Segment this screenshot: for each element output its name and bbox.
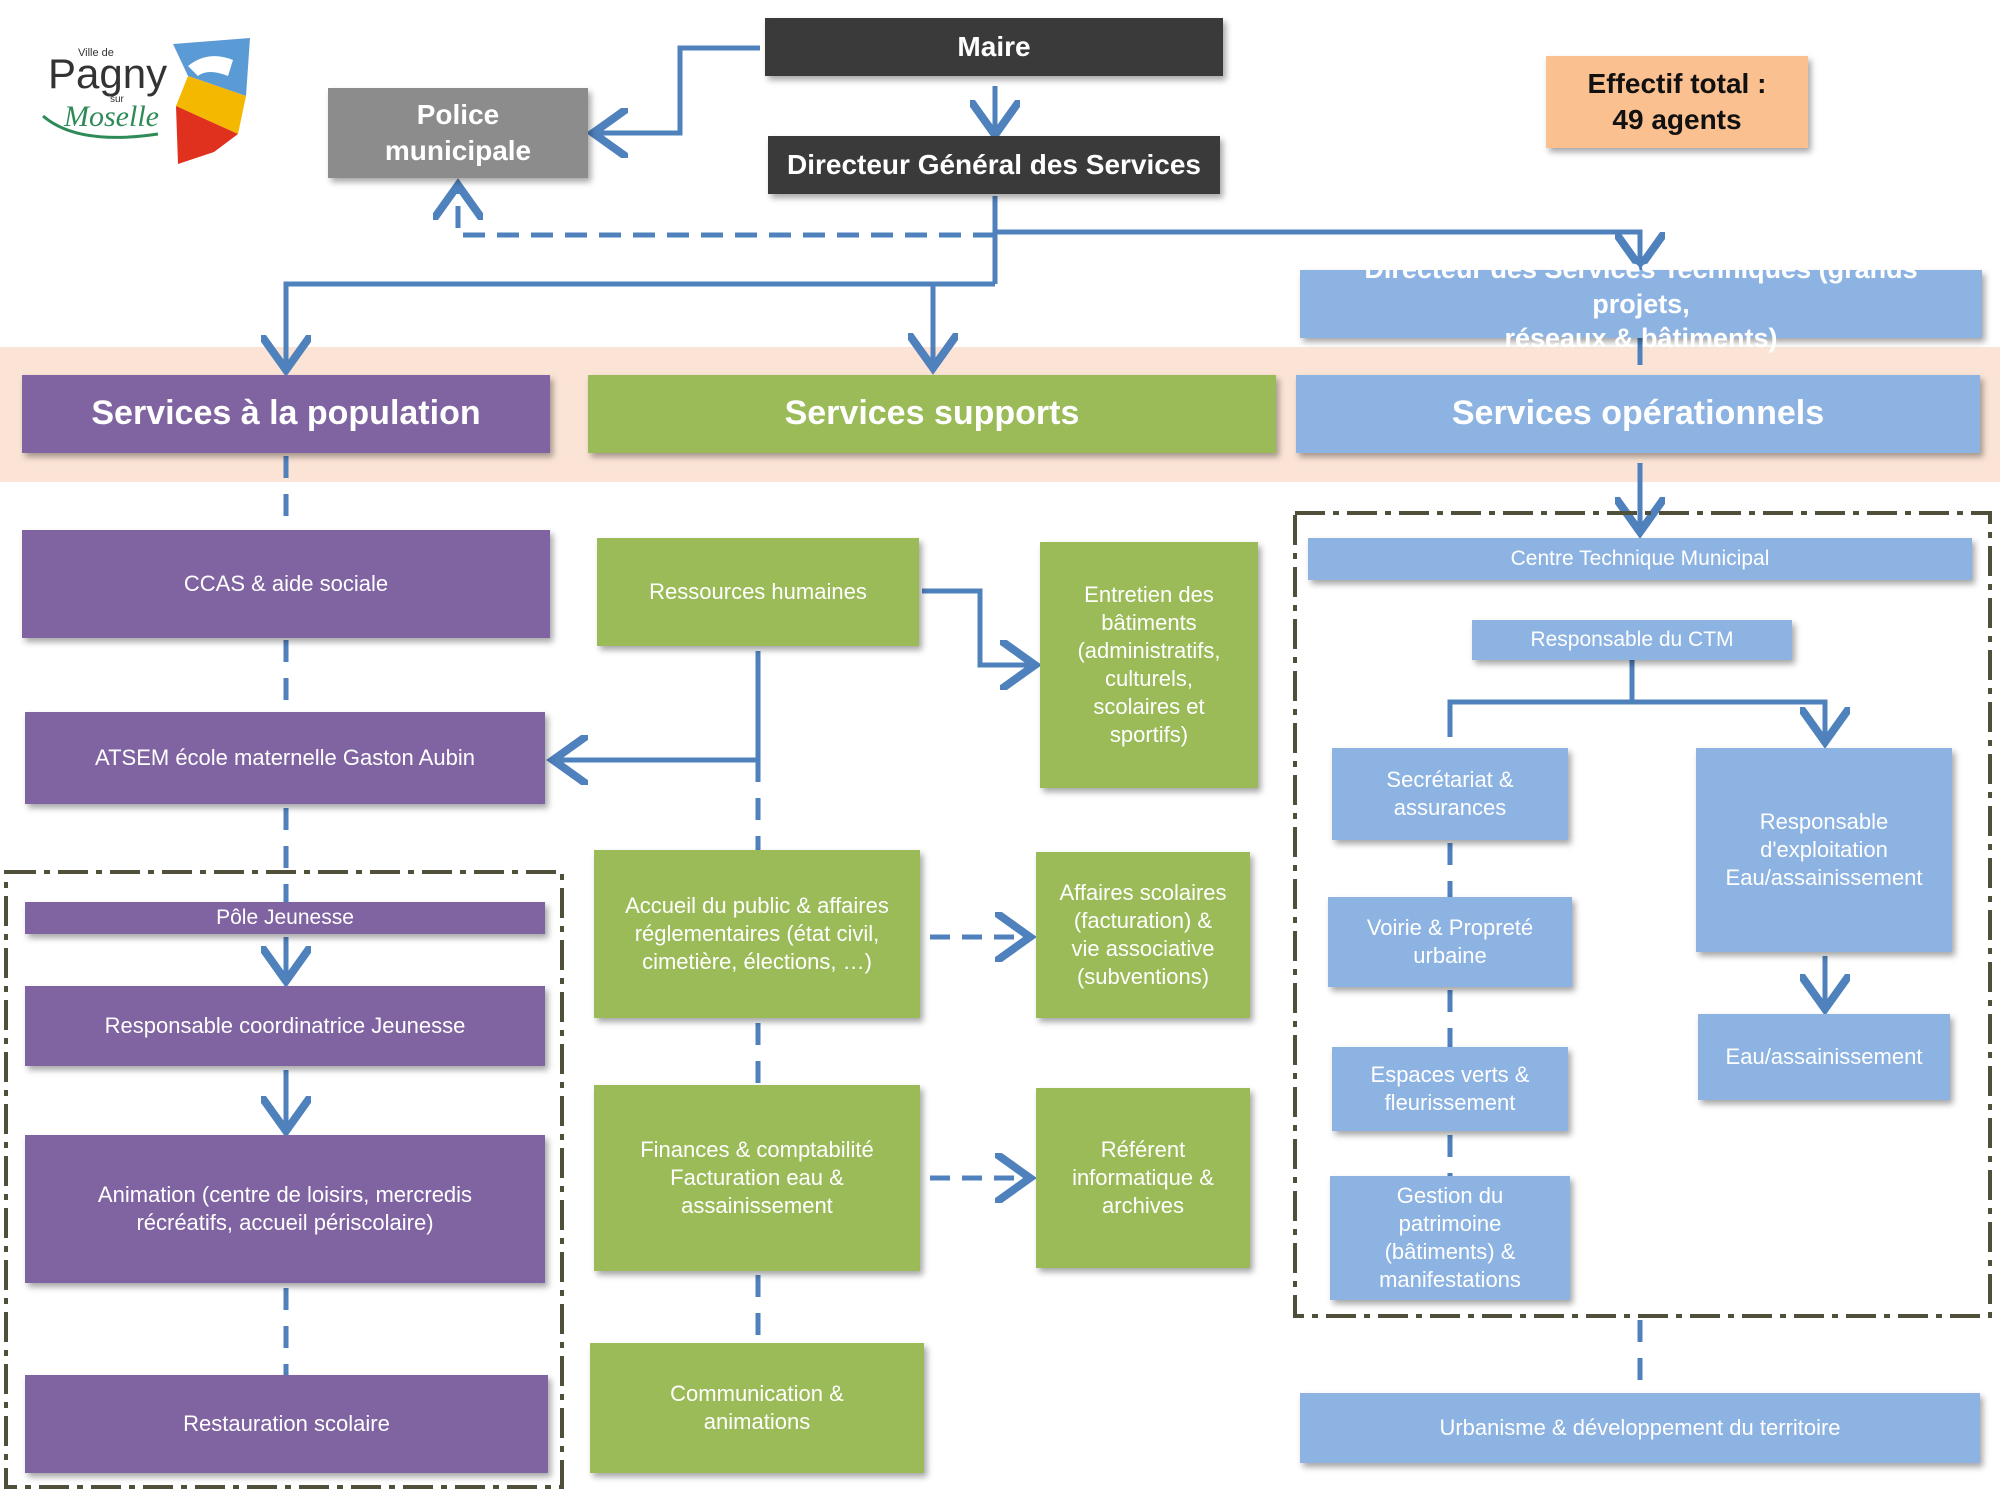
resp-eau-label: Responsable d'exploitation Eau/assainiss…	[1725, 808, 1923, 891]
pole-jeunesse-frame	[4, 870, 564, 1489]
pole-jeunesse-box: Pôle Jeunesse	[25, 902, 545, 934]
conn-rh-atsem	[558, 651, 761, 760]
ccas-box: CCAS & aide sociale	[22, 530, 550, 638]
dgs-label: Directeur Général des Services	[786, 149, 1201, 181]
entretien-label: Entretien des bâtiments (administratifs,…	[1077, 581, 1221, 748]
logo-small-mid: sur	[110, 94, 125, 105]
effectif-line2: 49 agents	[1612, 104, 1742, 135]
header-operationnels: Services opérationnels	[1296, 375, 1980, 453]
atsem-box: ATSEM école maternelle Gaston Aubin	[25, 712, 545, 804]
urbanisme-label: Urbanisme & développement du territoire	[1439, 1414, 1841, 1440]
secretariat-label: Secrétariat & assurances	[1386, 766, 1514, 820]
resp-eau-box: Responsable d'exploitation Eau/assainiss…	[1696, 748, 1952, 952]
resp-ctm-box: Responsable du CTM	[1472, 620, 1792, 660]
eau-box: Eau/assainissement	[1698, 1014, 1950, 1100]
conn-dgs-police-dashed	[458, 190, 995, 238]
logo-name: Pagny	[48, 50, 167, 97]
police-label: Police municipale	[384, 99, 532, 166]
affaires-box: Affaires scolaires (facturation) & vie a…	[1036, 852, 1250, 1018]
espaces-label: Espaces verts & fleurissement	[1370, 1061, 1530, 1115]
conn-maire-police	[598, 45, 760, 133]
logo-small-top: Ville de	[78, 47, 114, 59]
ccas-label: CCAS & aide sociale	[183, 570, 389, 596]
header-population: Services à la population	[22, 375, 550, 453]
logo-shield-white	[188, 56, 233, 76]
animation-label: Animation (centre de loisirs, mercredis …	[97, 1181, 473, 1235]
gestion-label: Gestion du patrimoine (bâtiments) & mani…	[1379, 1182, 1521, 1293]
finances-label: Finances & comptabilité Facturation eau …	[640, 1136, 874, 1219]
communication-label: Communication & animations	[670, 1380, 844, 1434]
logo-shield-yellow	[176, 76, 246, 134]
voirie-box: Voirie & Propreté urbaine	[1328, 897, 1572, 987]
ctm-label: Centre Technique Municipal	[1510, 546, 1770, 570]
conn-rh-entretien	[922, 588, 1030, 665]
atsem-label: ATSEM école maternelle Gaston Aubin	[95, 744, 475, 770]
affaires-label: Affaires scolaires (facturation) & vie a…	[1059, 879, 1227, 990]
dst-box: Directeur des Services Techniques (grand…	[1300, 254, 1982, 353]
gestion-box: Gestion du patrimoine (bâtiments) & mani…	[1330, 1176, 1570, 1300]
logo-swoosh	[42, 114, 159, 139]
ctm-box: Centre Technique Municipal	[1308, 538, 1972, 580]
maire-label: Maire	[957, 31, 1031, 63]
resp-ctm-label: Responsable du CTM	[1530, 627, 1734, 651]
accueil-box: Accueil du public & affaires réglementai…	[594, 850, 920, 1018]
accueil-label: Accueil du public & affaires réglementai…	[625, 892, 889, 975]
entretien-box: Entretien des bâtiments (administratifs,…	[1040, 542, 1258, 788]
effectif-box: Effectif total : 49 agents	[1546, 56, 1808, 148]
resp-jeunesse-box: Responsable coordinatrice Jeunesse	[25, 986, 545, 1066]
restauration-box: Restauration scolaire	[25, 1375, 548, 1473]
resp-jeunesse-label: Responsable coordinatrice Jeunesse	[104, 1012, 466, 1038]
restauration-label: Restauration scolaire	[183, 1410, 390, 1436]
referent-label: Référent informatique & archives	[1072, 1136, 1214, 1219]
logo-script: Moselle	[63, 100, 159, 133]
urbanisme-box: Urbanisme & développement du territoire	[1300, 1393, 1980, 1463]
header-operationnels-label: Services opérationnels	[1451, 394, 1825, 433]
rh-label: Ressources humaines	[649, 578, 867, 604]
finances-box: Finances & comptabilité Facturation eau …	[594, 1085, 920, 1271]
eau-label: Eau/assainissement	[1725, 1043, 1923, 1069]
town-logo: Ville de Pagny sur Moselle	[42, 38, 250, 164]
animation-box: Animation (centre de loisirs, mercredis …	[25, 1135, 545, 1283]
voirie-label: Voirie & Propreté urbaine	[1366, 914, 1534, 968]
header-population-label: Services à la population	[91, 394, 481, 433]
espaces-box: Espaces verts & fleurissement	[1332, 1047, 1568, 1131]
police-box: Police municipale	[328, 88, 588, 178]
logo-shield-red	[176, 106, 238, 164]
effectif-line1: Effectif total :	[1587, 68, 1767, 100]
dgs-box: Directeur Général des Services	[768, 136, 1220, 194]
conn-to-population	[286, 281, 995, 365]
secretariat-box: Secrétariat & assurances	[1332, 748, 1568, 840]
maire-box: Maire	[765, 18, 1223, 76]
referent-box: Référent informatique & archives	[1036, 1088, 1250, 1268]
conn-dgs-dst	[995, 229, 1640, 262]
header-supports-label: Services supports	[784, 394, 1080, 433]
dst-label: Directeur des Services Techniques (grand…	[1364, 254, 1918, 354]
header-supports: Services supports	[588, 375, 1276, 453]
ctm-frame	[1293, 511, 1992, 1318]
pole-jeunesse-label: Pôle Jeunesse	[216, 905, 354, 929]
rh-box: Ressources humaines	[597, 538, 919, 646]
communication-box: Communication & animations	[590, 1343, 924, 1473]
conn-resp-ctm-split	[1447, 659, 1825, 737]
